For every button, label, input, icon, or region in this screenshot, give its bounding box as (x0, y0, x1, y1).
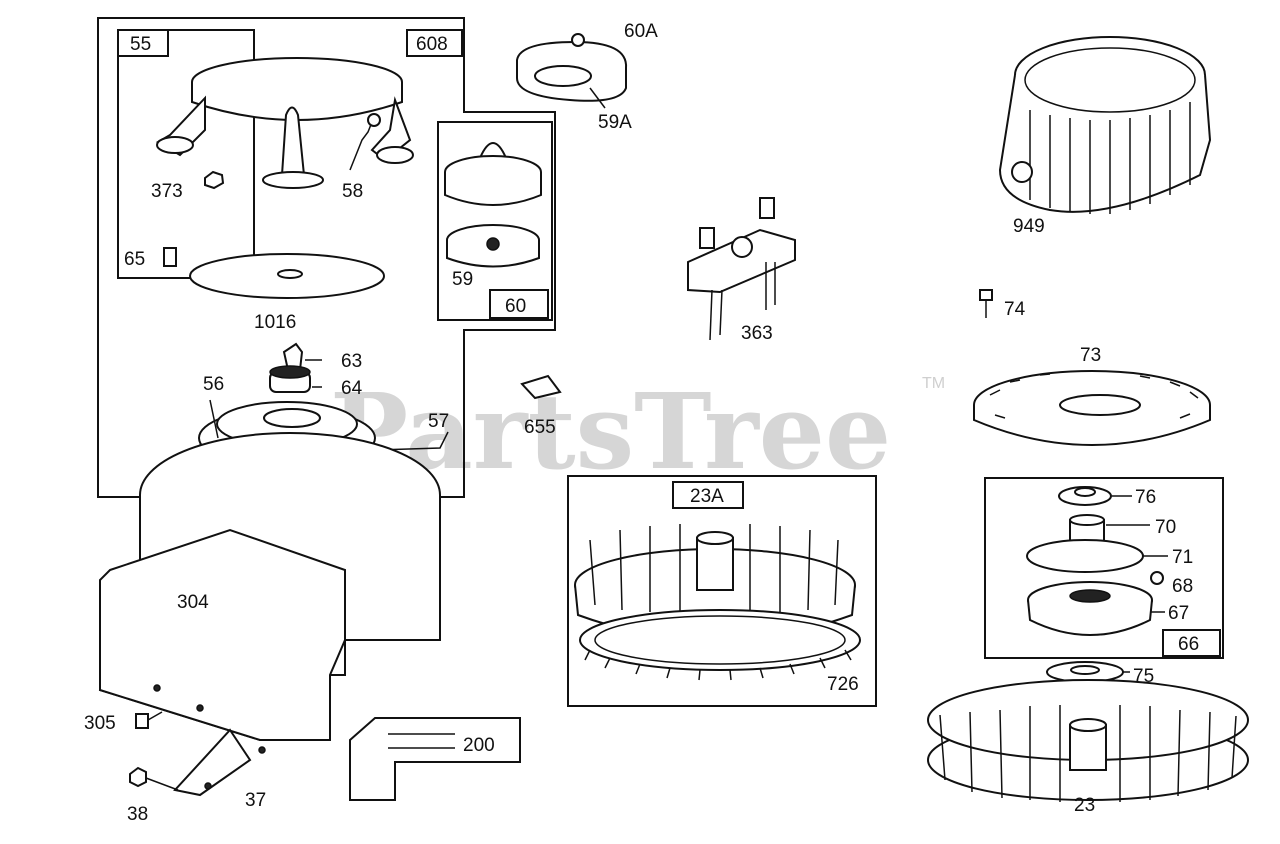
label-59A: 59A (598, 112, 632, 133)
assembly-60-outline (437, 121, 553, 321)
label-55: 55 (130, 34, 151, 55)
label-63: 63 (341, 351, 362, 372)
label-305: 305 (84, 713, 116, 734)
label-65: 65 (124, 249, 145, 270)
clutch-67-part (1027, 581, 1153, 636)
label-64: 64 (341, 378, 363, 399)
label-60A: 60A (624, 21, 658, 42)
label-23: 23 (1074, 795, 1095, 816)
label-37: 37 (245, 790, 266, 811)
label-23A: 23A (690, 486, 724, 507)
leader-56 (209, 399, 219, 439)
label-200: 200 (463, 735, 495, 756)
label-70: 70 (1155, 517, 1176, 538)
watermark-trademark: TM (922, 375, 945, 392)
label-66: 66 (1178, 634, 1199, 655)
label-949: 949 (1013, 216, 1045, 237)
label-67: 67 (1168, 603, 1189, 624)
washer-75-part (1046, 661, 1124, 683)
label-38: 38 (127, 804, 148, 825)
rope-57-part (374, 431, 449, 451)
nut-373-part (204, 170, 225, 190)
label-655: 655 (524, 417, 556, 438)
assembly-55-outline (117, 29, 255, 279)
screw-65-part (163, 247, 177, 267)
flywheel-23-part (927, 679, 1249, 802)
label-box-608 (406, 29, 463, 57)
ratchet-59-part (444, 142, 542, 268)
blower-housing-304-part (98, 432, 441, 797)
label-57: 57 (428, 411, 449, 432)
label-75: 75 (1133, 666, 1154, 687)
label-726: 726 (827, 674, 859, 695)
plate-71-part (1026, 539, 1144, 573)
label-56: 56 (203, 374, 224, 395)
label-363: 363 (741, 323, 773, 344)
label-box-23A (672, 481, 744, 509)
washer-64-part (269, 365, 311, 393)
label-73: 73 (1080, 345, 1101, 366)
label-box-60 (489, 289, 549, 319)
deflector-200-part (349, 717, 521, 801)
guide-post-base (262, 171, 324, 189)
label-68: 68 (1172, 576, 1193, 597)
label-59: 59 (452, 269, 473, 290)
bracket-363-part (687, 197, 796, 341)
screen-949-part (998, 36, 1212, 214)
bolt-305-part (135, 711, 163, 729)
assembly-66-outline (984, 477, 1224, 659)
ball-68-part (1150, 571, 1164, 585)
bolt-74-part (979, 289, 993, 318)
label-76: 76 (1135, 487, 1156, 508)
ratchet-60A-part (516, 33, 628, 109)
label-1016: 1016 (254, 312, 296, 333)
ring-gear-726-part (579, 609, 861, 681)
label-304: 304 (177, 592, 209, 613)
spring-58-part (349, 121, 373, 171)
label-608: 608 (416, 34, 448, 55)
label-58: 58 (342, 181, 363, 202)
spring-58-head (367, 113, 381, 127)
label-74: 74 (1004, 299, 1026, 320)
label-box-55 (117, 29, 169, 57)
label-60: 60 (505, 296, 526, 317)
label-373: 373 (151, 181, 183, 202)
assembly-726-outline (567, 475, 877, 707)
label-71: 71 (1172, 547, 1193, 568)
guide-post-part (280, 106, 306, 176)
clip-655-part (520, 374, 562, 400)
grille-73-part (973, 370, 1211, 446)
washer-76-part (1058, 486, 1112, 506)
plate-1016-hole (277, 269, 303, 279)
label-box-66 (1162, 629, 1221, 657)
bolt-38-part (129, 766, 179, 791)
